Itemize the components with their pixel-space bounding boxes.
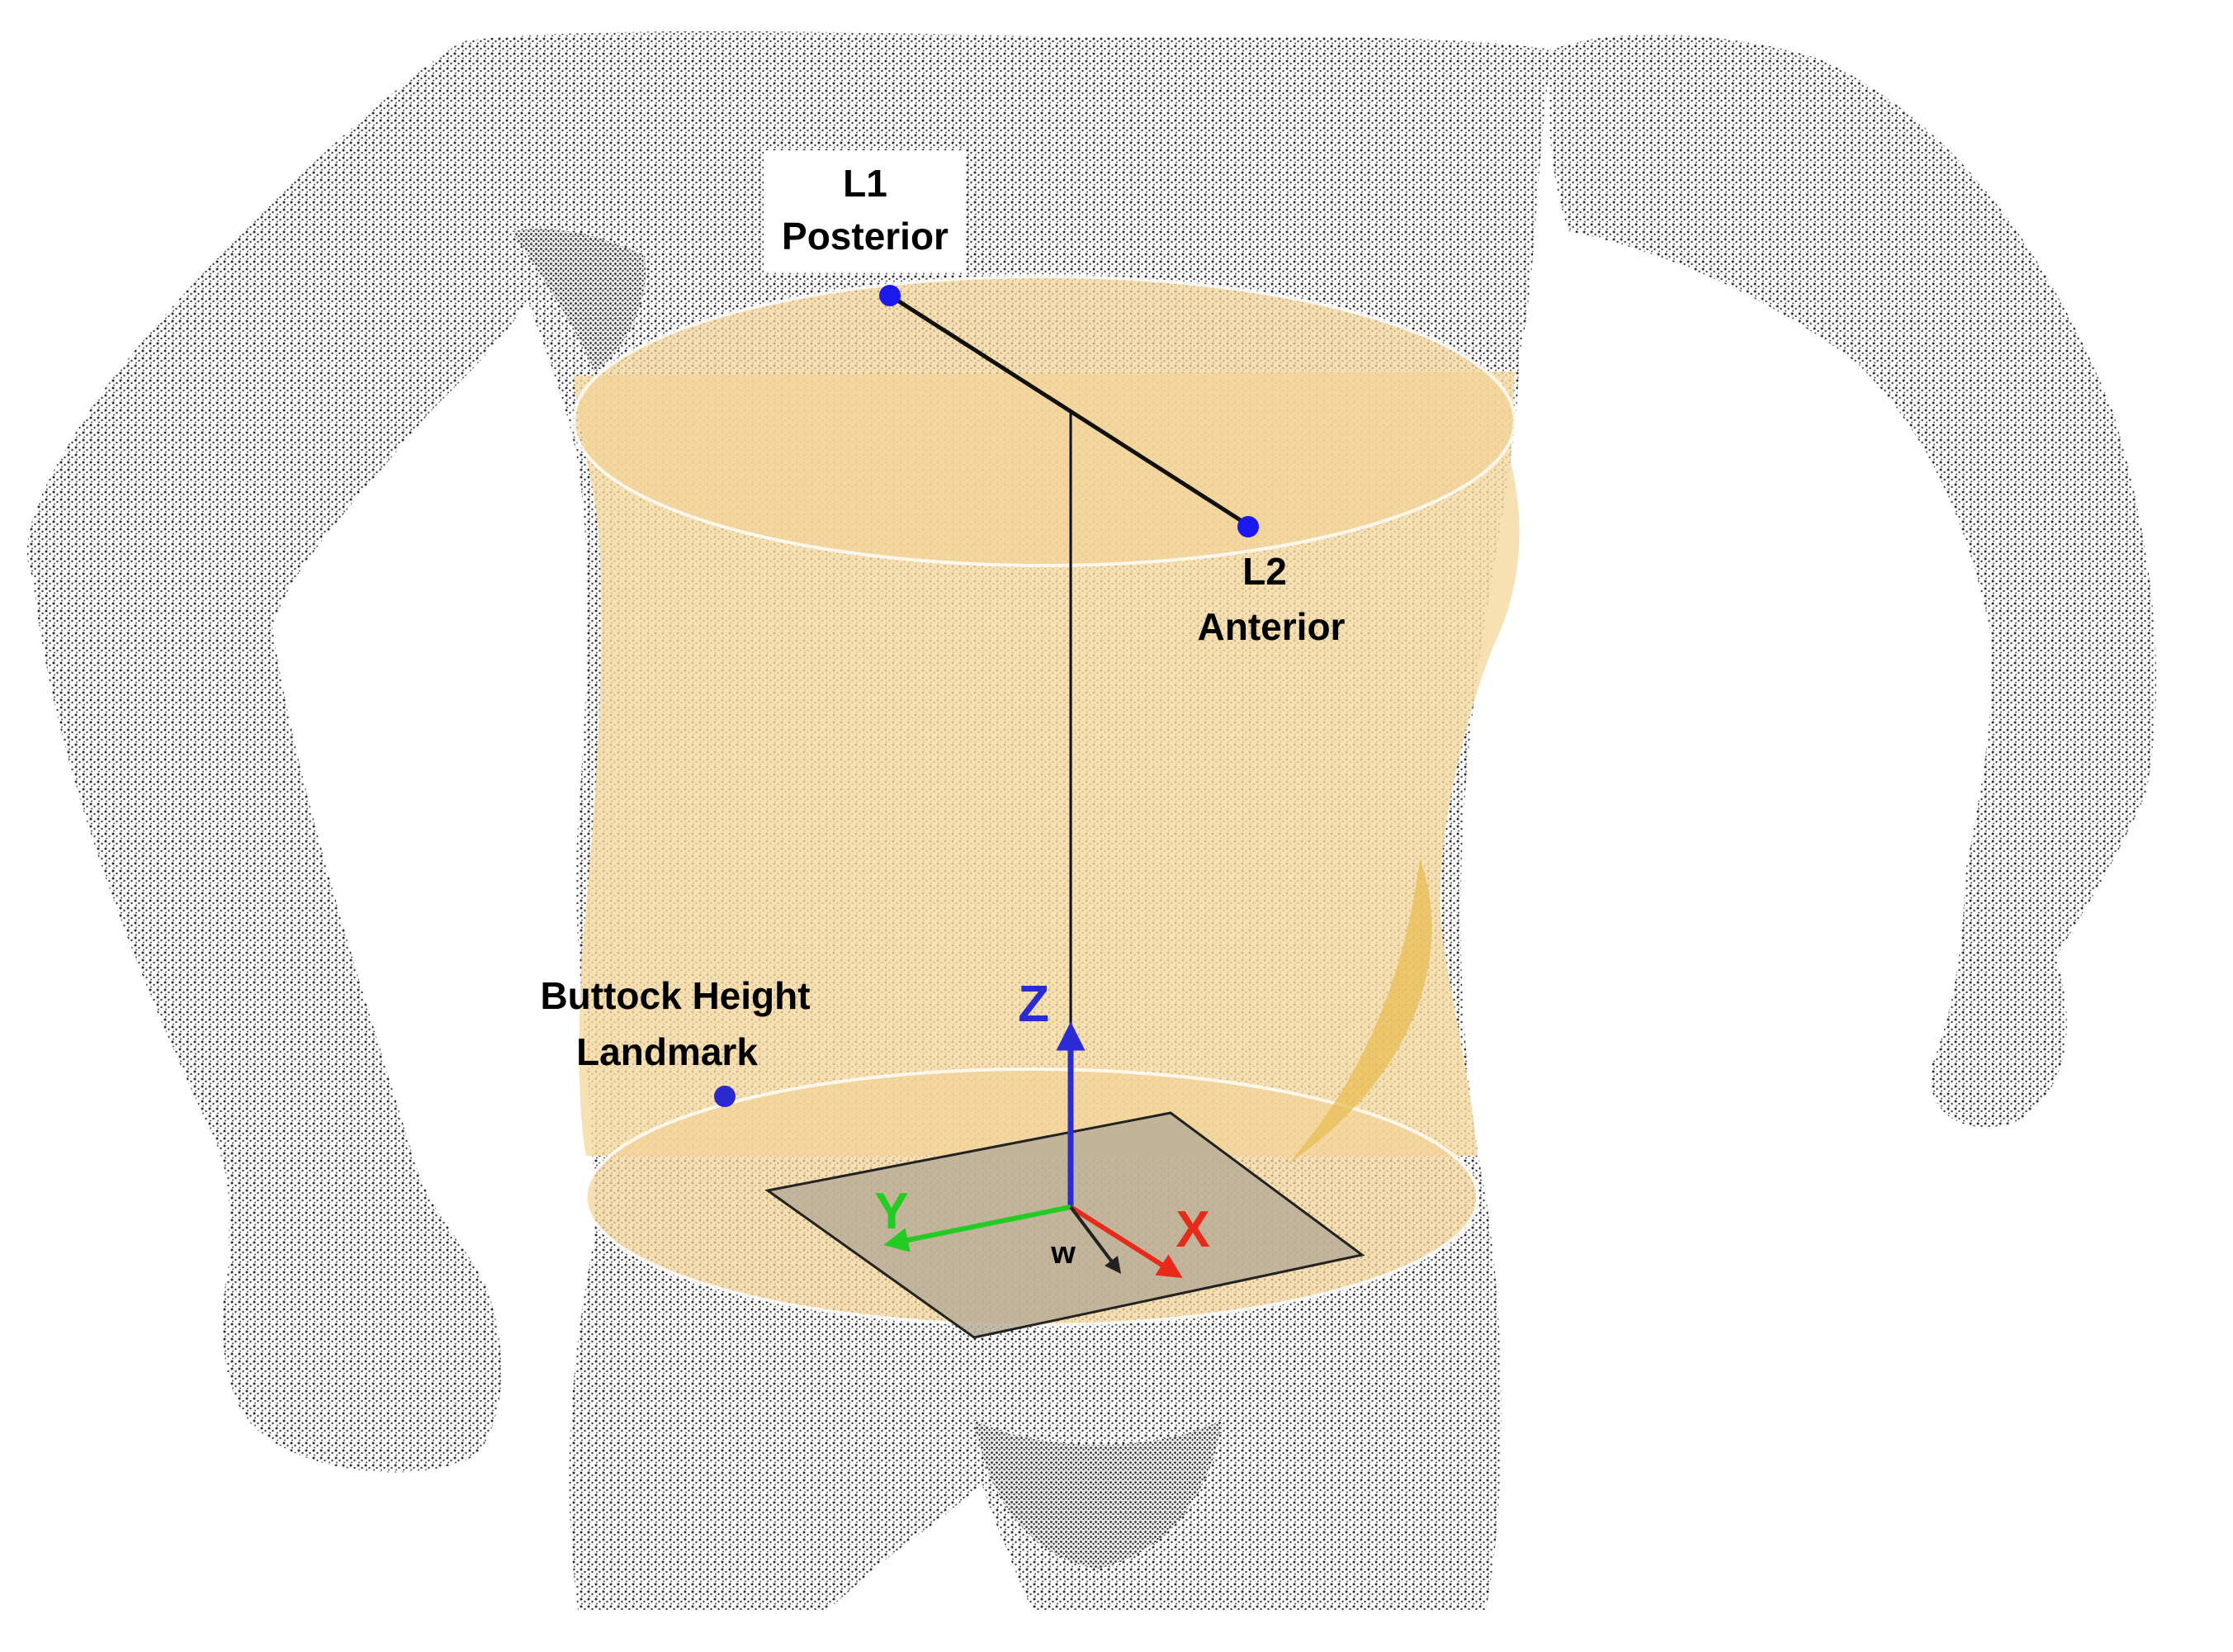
groin-shadow [974,1420,1222,1569]
l2-anterior-point [1237,516,1259,537]
z-axis-label: Z [1018,976,1049,1033]
l1-label-background [764,150,966,272]
buttock-height-point [714,1086,736,1107]
l2-label-line2: Anterior [1198,605,1346,648]
l1-posterior-point [879,285,901,306]
l1-label-line2: Posterior [782,215,949,258]
x-axis [1069,1205,1183,1279]
torso-band-body [574,372,1520,1156]
armpit-shadow [512,229,646,372]
w-vector-label: w [1050,1236,1076,1271]
reference-plane [764,1111,1365,1339]
x-axis-label: X [1176,1201,1209,1258]
side-fold-highlight [1288,859,1432,1164]
y-axis [883,1205,1072,1252]
y-axis-label: Y [874,1183,908,1240]
buttock-label-line2: Landmark [576,1030,758,1073]
buttock-label-line1: Buttock Height [540,974,810,1017]
l2-label-line1: L2 [1242,550,1287,593]
w-vector [1069,1205,1122,1274]
left-arm-silhouette [26,41,529,1473]
l1-label-line1: L1 [843,162,887,205]
upper-cross-section [572,275,1516,567]
right-arm-silhouette [1549,34,2156,1128]
